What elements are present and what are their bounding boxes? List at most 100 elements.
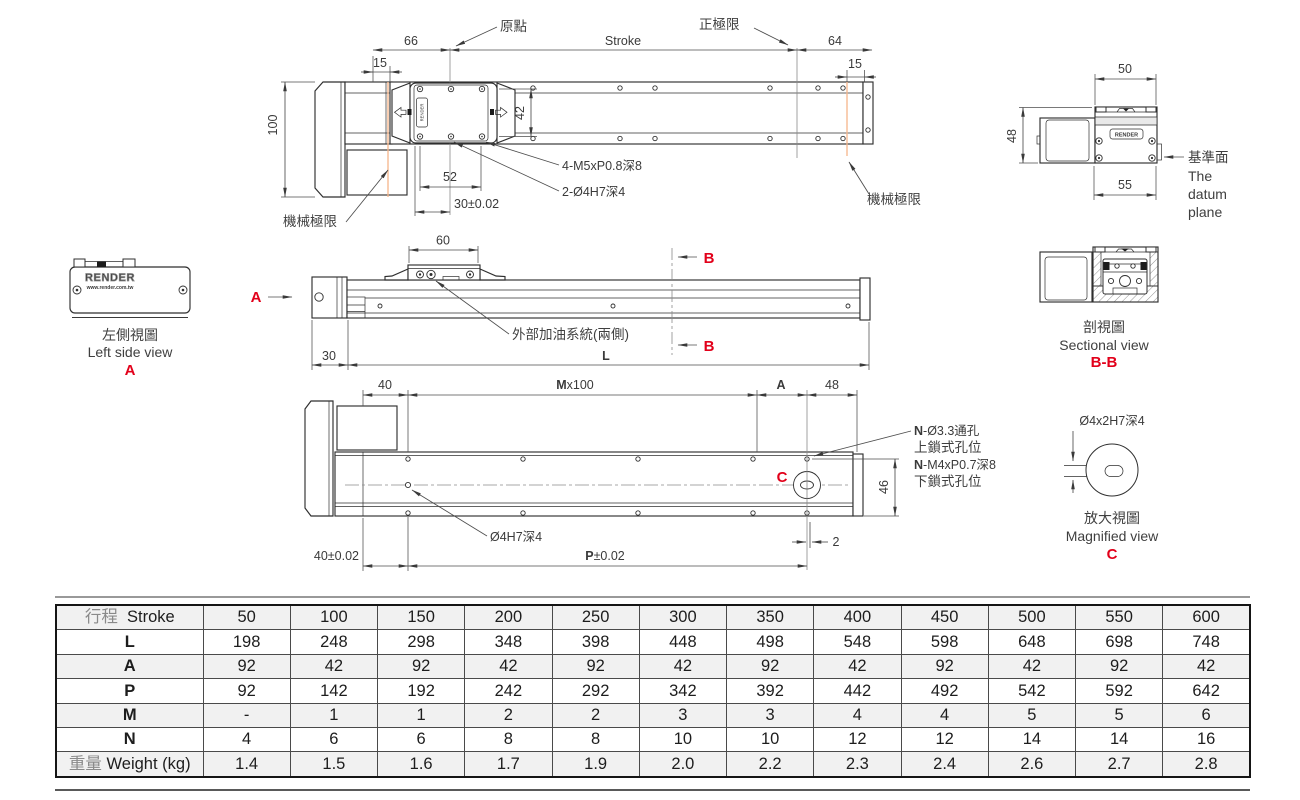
value-cell: 12 <box>900 726 989 753</box>
value-cell: 398 <box>551 629 640 655</box>
datum-label-cn: 基準面 <box>1188 149 1229 165</box>
left-arrow-icon <box>393 106 407 118</box>
section-b-letter-bottom: B <box>704 338 715 355</box>
left-view-logo-url: www.render.com.tw <box>86 285 134 291</box>
datum-label-en-3: plane <box>1188 204 1222 220</box>
left-view-logo: RENDER <box>85 272 135 284</box>
value-cell: 6 <box>289 726 379 753</box>
value-cell: 92 <box>725 653 815 680</box>
value-cell: 2.4 <box>900 751 989 778</box>
detail-c-letter: C <box>777 469 788 486</box>
value-cell: 2 <box>551 702 640 728</box>
value-cell: 8 <box>551 726 640 753</box>
stroke-value-cell: 150 <box>376 604 466 631</box>
left-view-caption-en: Left side view <box>88 344 174 360</box>
value-cell: 448 <box>638 629 728 655</box>
value-cell: 298 <box>376 629 466 655</box>
dim-48: 48 <box>1005 129 1019 143</box>
stroke-value-cell: 250 <box>551 604 640 631</box>
value-cell: 10 <box>638 726 728 753</box>
value-cell: 6 <box>1162 702 1251 728</box>
value-cell: 1.9 <box>551 751 640 778</box>
dim-30: 30±0.02 <box>454 197 499 211</box>
value-cell: 648 <box>987 629 1077 655</box>
datum-view-dimensions: 50 48 55 基準面 The datum plane <box>1005 62 1229 220</box>
stroke-value-cell: 100 <box>289 604 379 631</box>
value-cell: 42 <box>289 653 379 680</box>
value-cell: 1.7 <box>464 751 553 778</box>
datum-view-drawing: RENDER 50 48 55 基準面 The datum plane <box>1005 62 1229 220</box>
value-cell: 1 <box>289 702 379 728</box>
callout-n4: 下鎖式孔位 <box>914 474 982 489</box>
left-side-view-drawing: RENDER www.render.com.tw 左側視圖 Left side … <box>69 258 191 379</box>
datum-label-en-1: The <box>1188 168 1212 184</box>
stroke-value-cell: 600 <box>1162 604 1251 631</box>
value-cell: 192 <box>376 678 466 704</box>
value-cell: 292 <box>551 678 640 704</box>
top-view-dimensions: 100 15 66 原點 Stroke 正極限 64 15 42 52 30±0… <box>266 17 921 229</box>
stroke-value-cell: 500 <box>987 604 1077 631</box>
dim-66: 66 <box>404 34 418 48</box>
callout-m5: 4-M5xP0.8深8 <box>562 159 642 173</box>
value-cell: 10 <box>725 726 815 753</box>
magnified-view-drawing: Ø4x2H7深4 放大視圖 Magnified view C <box>1064 414 1159 563</box>
value-cell: 42 <box>1162 653 1251 680</box>
bottom-view-drawing: C 40 Mx100 A 48 46 2 N-Ø3.3通孔 上鎖式孔位 N-M4… <box>304 378 996 571</box>
carriage-screw-holes <box>416 85 486 140</box>
section-a-letter: A <box>251 289 262 306</box>
value-cell: 698 <box>1074 629 1164 655</box>
row-label-cell: M <box>55 702 204 728</box>
carriage-logo: RENDER <box>420 104 425 122</box>
row-label-cell: N <box>55 726 204 753</box>
value-cell: 748 <box>1162 629 1251 655</box>
value-cell: 142 <box>289 678 379 704</box>
dim-64: 64 <box>828 34 842 48</box>
magnified-caption-en: Magnified view <box>1066 528 1159 544</box>
value-cell: 248 <box>289 629 379 655</box>
sectional-caption-cn: 剖視圖 <box>1083 319 1125 335</box>
value-cell: 92 <box>202 653 291 680</box>
value-cell: 4 <box>813 702 902 728</box>
value-cell: 92 <box>376 653 466 680</box>
front-view-dimensions: 60 外部加油系統(兩側) 30 L B B <box>311 234 870 370</box>
stroke-value-cell: 50 <box>202 604 291 631</box>
value-cell: 42 <box>638 653 728 680</box>
value-cell: 3 <box>638 702 728 728</box>
value-cell: 2 <box>464 702 553 728</box>
datum-label-en-2: datum <box>1188 186 1227 202</box>
value-cell: 2.7 <box>1074 751 1164 778</box>
oil-system-label: 外部加油系統(兩側) <box>512 327 629 342</box>
value-cell: 92 <box>900 653 989 680</box>
value-cell: 498 <box>725 629 815 655</box>
front-view-drawing: A 60 外部加油系統(兩側) 30 L B B <box>251 234 871 370</box>
value-cell: 392 <box>725 678 815 704</box>
value-cell: 16 <box>1162 726 1251 753</box>
value-cell: 242 <box>464 678 553 704</box>
value-cell: 542 <box>987 678 1077 704</box>
dim-60: 60 <box>436 234 450 248</box>
value-cell: 1 <box>376 702 466 728</box>
row-label-cell: A <box>55 653 204 680</box>
dim-a: A <box>776 378 785 392</box>
value-cell: 2.8 <box>1162 751 1251 778</box>
value-cell: 198 <box>202 629 291 655</box>
mech-limit-label-left: 機械極限 <box>283 214 337 229</box>
value-cell: 14 <box>1074 726 1164 753</box>
dim-30-front: 30 <box>322 349 336 363</box>
mech-limit-label-right: 機械極限 <box>867 192 921 207</box>
carriage-front-view <box>384 264 506 281</box>
stroke-value-cell: 300 <box>638 604 728 631</box>
dim-48-bottom: 48 <box>825 378 839 392</box>
value-cell: 342 <box>638 678 728 704</box>
dim-l: L <box>602 349 610 363</box>
value-cell: 2.0 <box>638 751 728 778</box>
stroke-value-cell: 200 <box>464 604 553 631</box>
value-cell: 1.4 <box>202 751 291 778</box>
value-cell: 642 <box>1162 678 1251 704</box>
value-cell: 92 <box>1074 653 1164 680</box>
